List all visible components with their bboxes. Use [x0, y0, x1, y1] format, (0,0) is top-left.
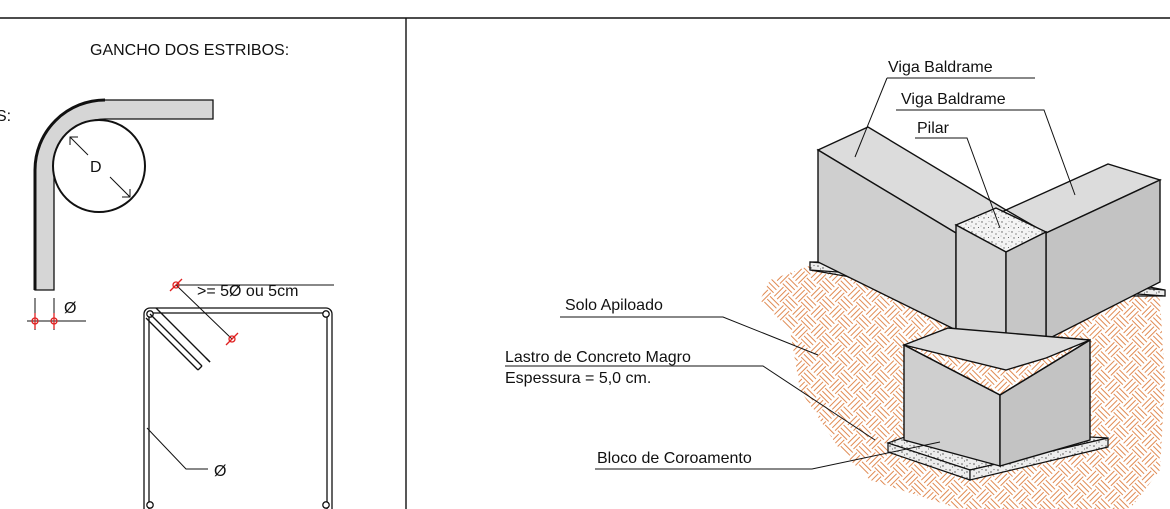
label-pilar: Pilar	[917, 120, 950, 137]
stirrup-diameter-label: Ø	[214, 463, 226, 480]
right-panel: Viga Baldrame Viga Baldrame Pilar Solo A…	[505, 59, 1166, 509]
cut-label: S:	[0, 108, 11, 125]
label-viga-baldrame-2: Viga Baldrame	[901, 91, 1006, 108]
hook-length-dimension	[169, 278, 334, 346]
label-viga-baldrame-1: Viga Baldrame	[888, 59, 993, 76]
block-top	[901, 327, 1091, 371]
stirrup-corner-bars	[146, 310, 330, 509]
stirrup-outline	[143, 307, 333, 509]
bar-diameter-symbol: Ø	[64, 300, 76, 317]
label-lastro-line2: Espessura = 5,0 cm.	[505, 370, 651, 387]
bent-bar-outer-edge	[33, 98, 106, 290]
stirrup-diameter-leader	[146, 427, 208, 470]
left-panel: GANCHO DOS ESTRIBOS: S: D Ø	[0, 42, 334, 509]
sheet-frame	[0, 17, 1170, 509]
label-solo-apiloado: Solo Apiloado	[565, 297, 663, 314]
leader-lines	[505, 77, 1076, 470]
bar-diameter-dimension	[27, 298, 86, 330]
hook-length-label: >= 5Ø ou 5cm	[197, 283, 298, 300]
diameter-label: D	[90, 159, 102, 176]
block-top-edge	[903, 339, 1091, 396]
label-bloco-coroamento: Bloco de Coroamento	[597, 450, 752, 467]
label-lastro-line1: Lastro de Concreto Magro	[505, 349, 691, 366]
diameter-dimension	[69, 136, 131, 198]
gancho-title: GANCHO DOS ESTRIBOS:	[90, 42, 289, 59]
stirrup-hook-legs	[145, 307, 211, 371]
bar-diameter-markers	[31, 313, 58, 329]
